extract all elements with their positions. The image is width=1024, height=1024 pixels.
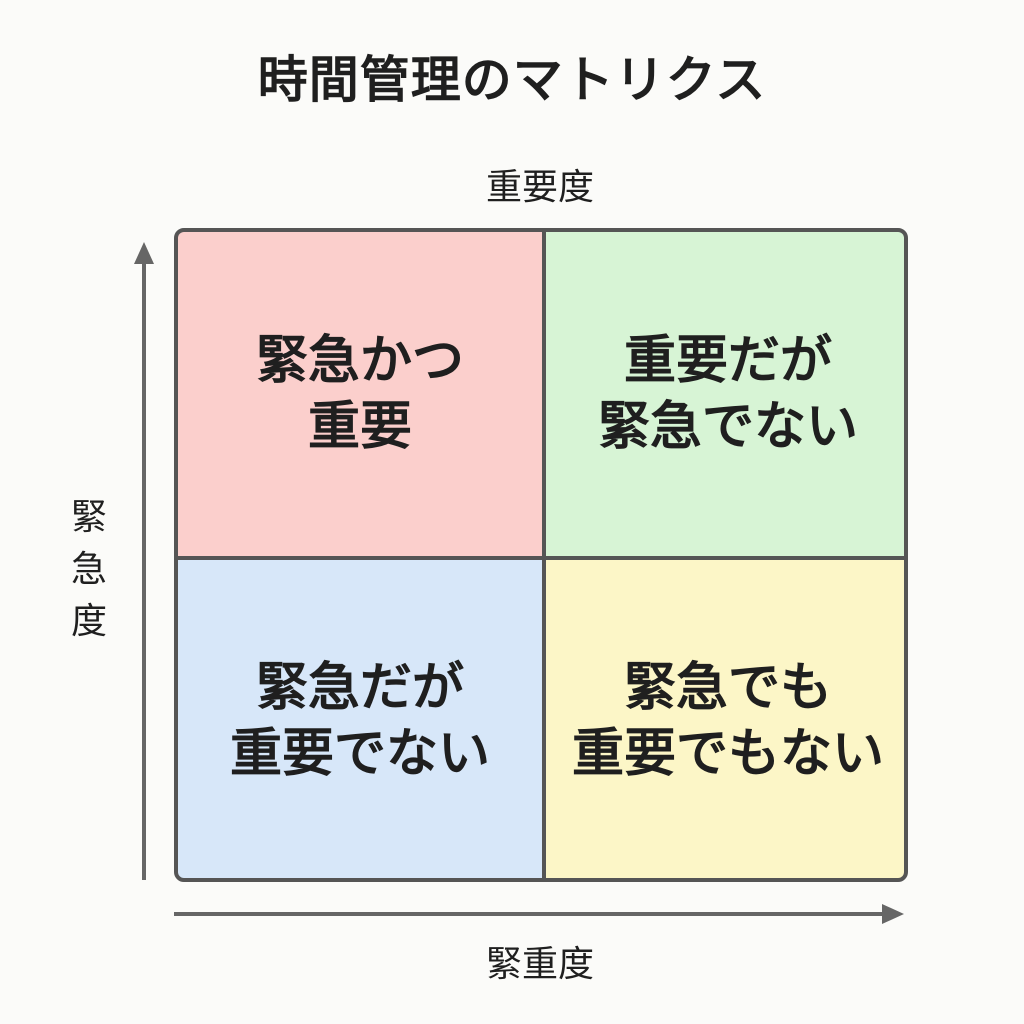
horizontal-axis-arrowhead	[882, 904, 904, 924]
quadrant-neither: 緊急でも 重要でもない	[546, 560, 904, 878]
quadrant-text-line: 緊急だが	[255, 658, 464, 718]
axis-label-left-char: 度	[70, 601, 107, 642]
quadrant-text-line: 重要でもない	[571, 724, 884, 784]
axis-label-left-char: 緊	[70, 497, 107, 538]
quadrant-text-line: 緊急でない	[597, 397, 858, 457]
quadrant-text-line: 緊急でも	[623, 658, 832, 718]
time-management-matrix: 緊急かつ 重要 重要だが 緊急でない 緊急だが 重要でない 緊急でも 重要でもな…	[174, 228, 908, 882]
quadrant-text-line: 緊急かつ	[255, 331, 464, 391]
axis-label-left: 緊 急 度	[64, 492, 114, 648]
quadrant-text-line: 重要でない	[229, 724, 490, 784]
quadrant-urgent-important: 緊急かつ 重要	[178, 232, 542, 556]
axis-label-top: 重要度	[485, 167, 594, 208]
quadrant-text-line: 重要	[307, 397, 412, 457]
quadrant-text-line: 重要だが	[623, 331, 832, 391]
axis-label-bottom: 緊重度	[485, 944, 594, 985]
quadrant-urgent-not-important: 緊急だが 重要でない	[178, 560, 542, 878]
vertical-axis-arrowhead	[134, 242, 154, 264]
quadrant-important-not-urgent: 重要だが 緊急でない	[546, 232, 904, 556]
diagram-title: 時間管理のマトリクス	[257, 51, 767, 109]
axis-label-left-char: 急	[70, 549, 107, 590]
